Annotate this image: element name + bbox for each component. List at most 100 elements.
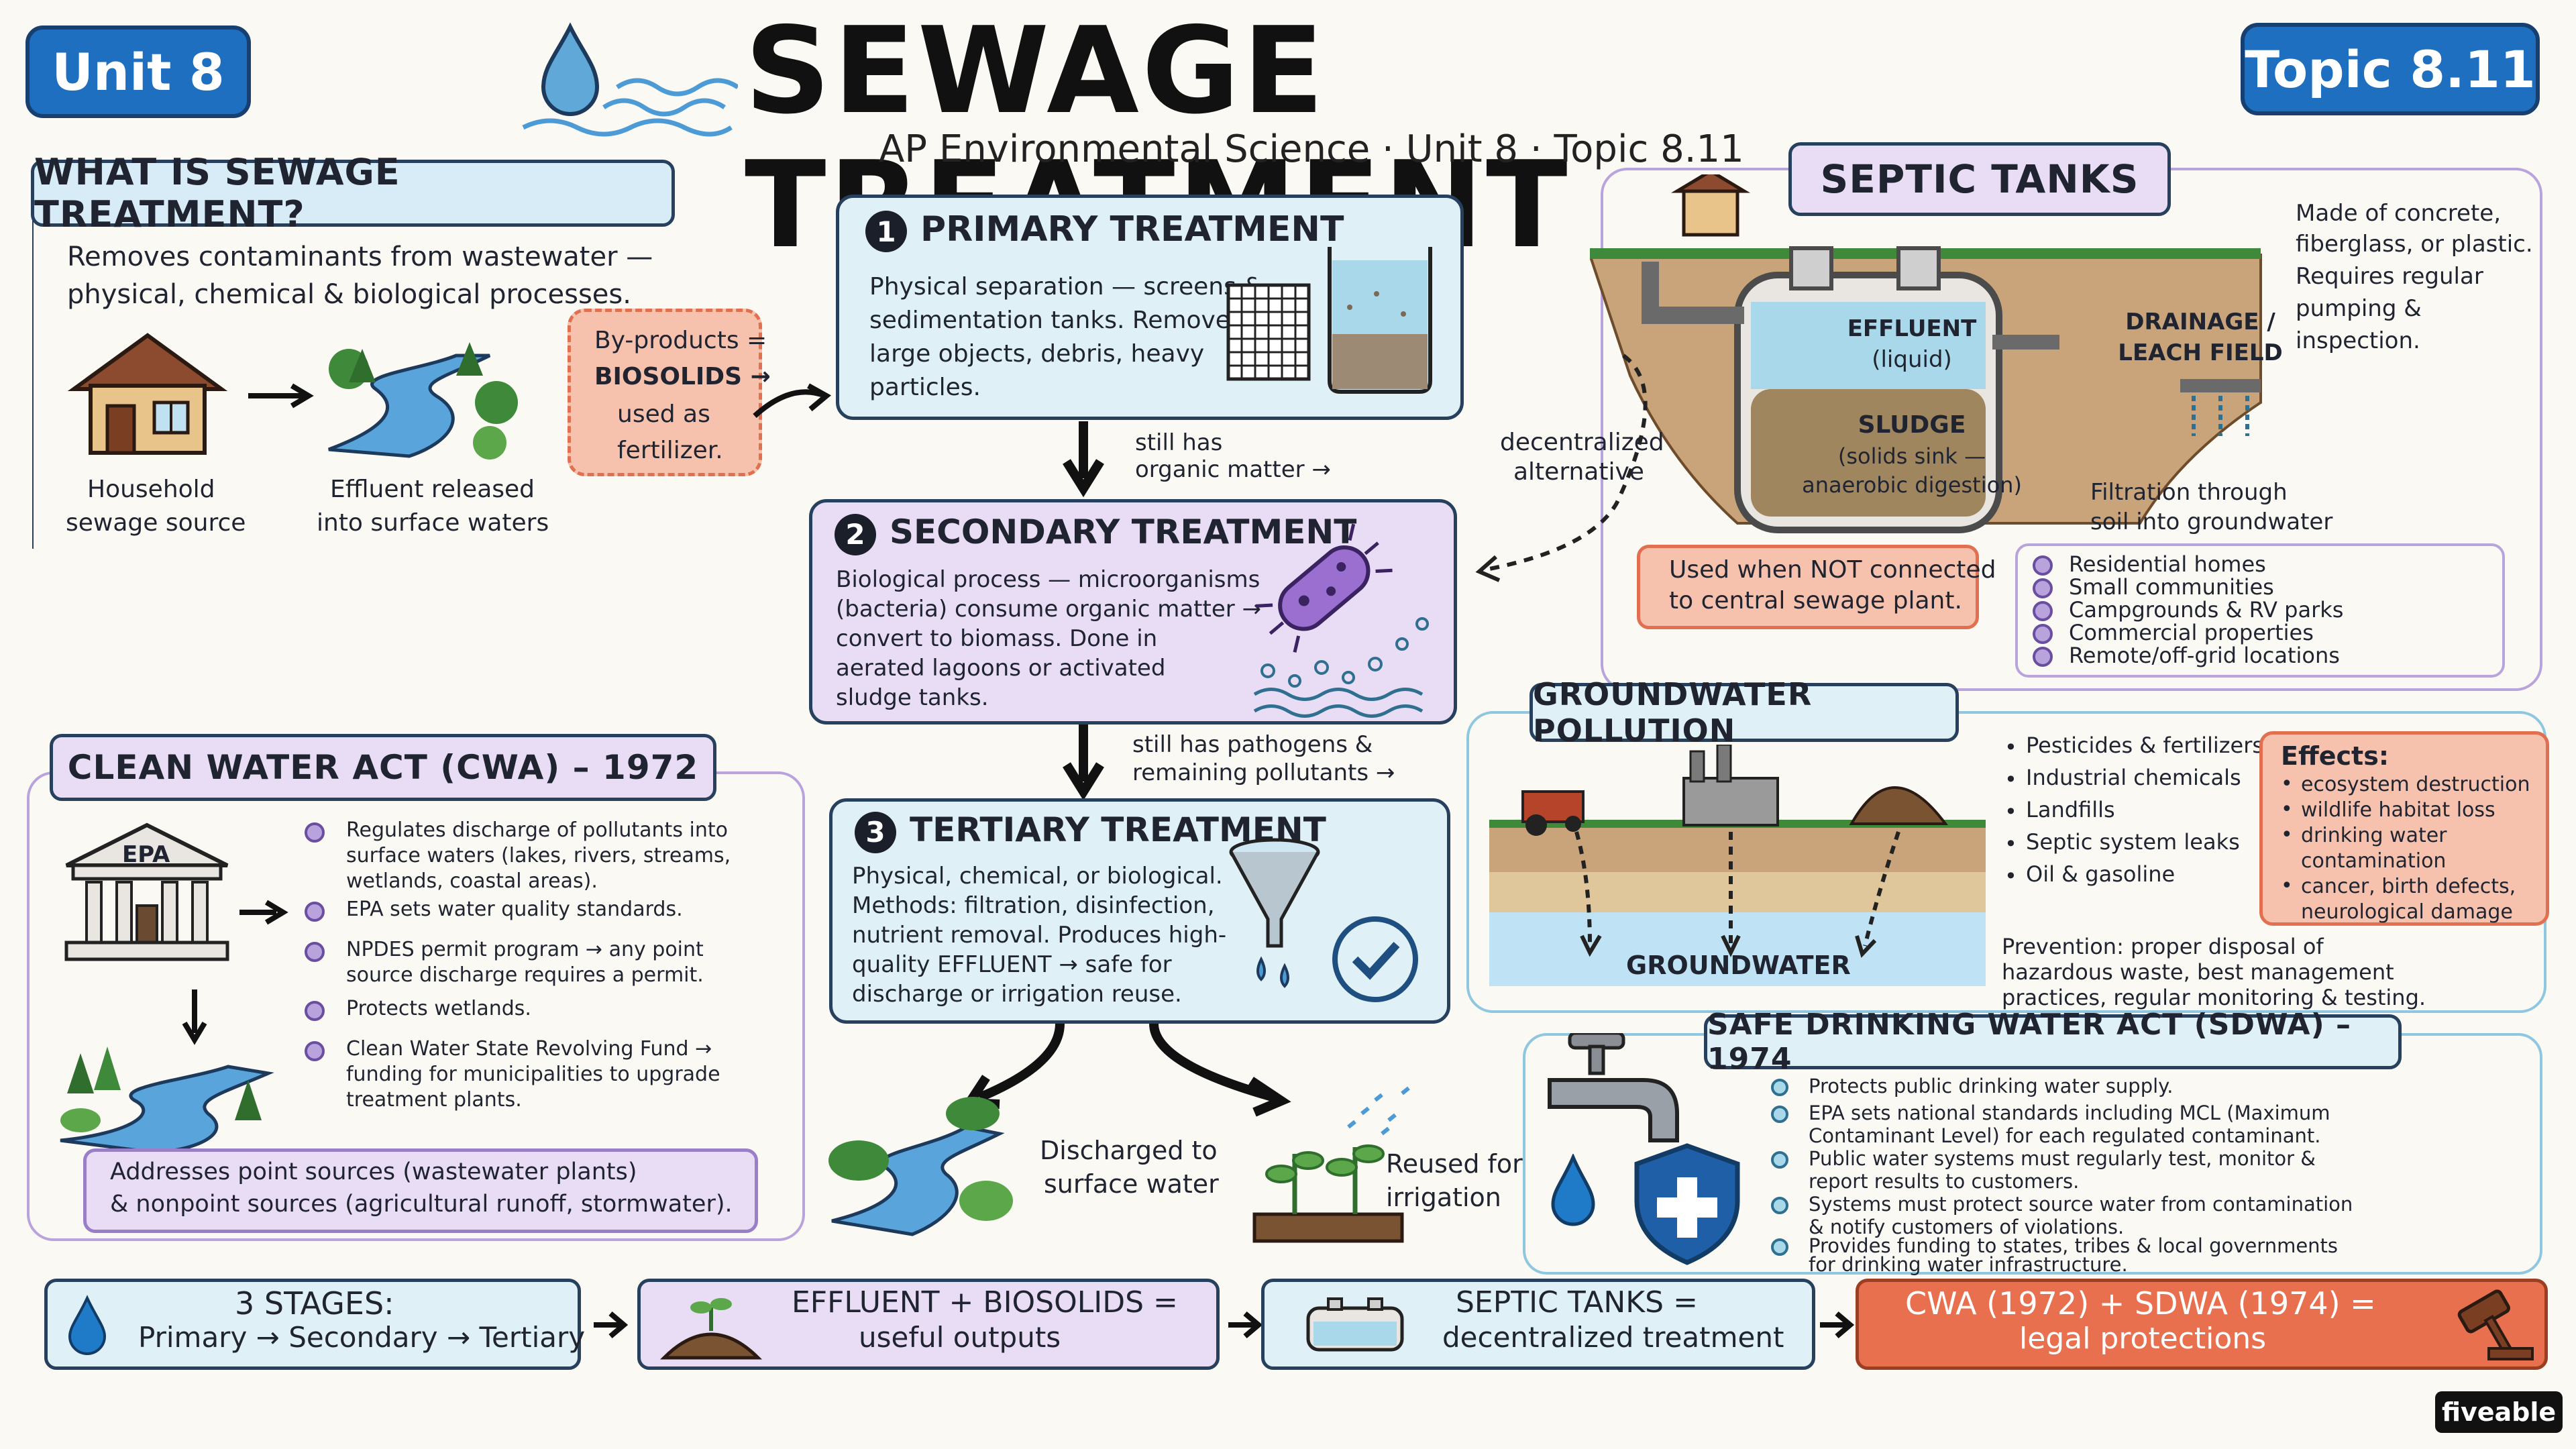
tertiary-line-4: quality EFFLUENT → safe for <box>852 951 1172 978</box>
gavel-icon <box>2457 1289 2534 1360</box>
arrow-secondary-to-tertiary <box>1063 724 1104 801</box>
effects-box <box>2259 731 2549 926</box>
decentral-label-2: alternative <box>1513 458 1644 486</box>
effects-item-5: cancer, birth defects, <box>2301 875 2516 898</box>
byproducts-line-3: used as <box>617 400 710 428</box>
byproducts-line-4: fertilizer. <box>617 437 723 464</box>
effects-item-6: neurological damage <box>2301 900 2513 924</box>
sdwa-heading-text: SAFE DRINKING WATER ACT (SDWA) – 1974 <box>1707 1008 2351 1076</box>
sdwa-item-1-line-1: Protects public drinking water supply. <box>1809 1075 2174 1097</box>
septic-sludge-2: (solids sink — <box>1837 443 1986 469</box>
primary-line-2: sedimentation tanks. Removes <box>869 307 1243 334</box>
cwa-heading: CLEAN WATER ACT (CWA) – 1972 <box>50 734 716 801</box>
cwa-footer <box>83 1148 758 1233</box>
tertiary-line-2: Methods: filtration, disinfection, <box>852 892 1215 919</box>
secondary-line-1: Biological process — microorganisms <box>836 566 1260 593</box>
what-is-line2: physical, chemical & biological processe… <box>67 279 631 310</box>
septic-sludge-label: SLUDGE (solids sink — anaerobic digestio… <box>1771 409 2053 500</box>
brand-logo-text: fiveable <box>2441 1397 2557 1427</box>
cwa-item-2-line-1: EPA sets water quality standards. <box>346 898 683 921</box>
summary-outputs-2: useful outputs <box>859 1321 1061 1354</box>
house-label-1: Household <box>87 476 215 503</box>
arrow-epa-right <box>239 900 288 925</box>
summary-arrow-3 <box>1820 1311 1855 1339</box>
prevention-3: practices, regular monitoring & testing. <box>2002 985 2426 1010</box>
filtration-label-1: Filtration through <box>2090 479 2288 506</box>
used-when-1: Used when NOT connected <box>1669 556 1996 584</box>
arrow-epa-down <box>182 989 207 1045</box>
sedimentation-tank-icon <box>1328 247 1432 394</box>
septic-effluent-label: EFFLUENT (liquid) <box>1825 314 1999 376</box>
septic-material-4: pumping & <box>2296 295 2422 322</box>
decentral-label-1: decentralized <box>1500 429 1664 456</box>
primary-arrow-note-1: still has <box>1135 429 1223 456</box>
sdwa-item-3-line-1: Public water systems must regularly test… <box>1809 1147 2316 1170</box>
groundwater-diagram <box>1489 745 1986 986</box>
secondary-heading-text: SECONDARY TREATMENT <box>890 513 1357 551</box>
cwa-footer-1: Addresses point sources (wastewater plan… <box>110 1159 637 1185</box>
sdwa-bullet-2 <box>1771 1106 1788 1123</box>
sdwa-bullet-4 <box>1771 1197 1788 1214</box>
summary-legal-1: CWA (1972) + SDWA (1974) = <box>1905 1285 2376 1322</box>
cwa-item-3-line-1: NPDES permit program → any point <box>346 938 704 961</box>
reused-label-1: Reused for <box>1386 1149 1523 1179</box>
discharged-label-2: surface water <box>1044 1169 1219 1199</box>
primary-line-1: Physical separation — screens & <box>869 273 1263 301</box>
primary-arrow-note-2: organic matter → <box>1135 456 1331 483</box>
river-icon <box>328 342 518 460</box>
effects-item-3: drinking water <box>2301 824 2447 847</box>
uses-item-4: Commercial properties <box>2069 620 2314 645</box>
summary-stages-2: Primary → Secondary → Tertiary <box>138 1321 586 1354</box>
cwa-item-3-line-2: source discharge requires a permit. <box>346 963 704 987</box>
tertiary-line-1: Physical, chemical, or biological. <box>852 863 1223 890</box>
cwa-item-5-line-2: funding for municipalities to upgrade <box>346 1063 720 1086</box>
cwa-item-1-line-2: surface waters (lakes, rivers, streams, <box>346 844 731 867</box>
drainage-label-2: LEACH FIELD <box>2118 339 2283 366</box>
tertiary-line-5: discharge or irrigation reuse. <box>852 981 1182 1008</box>
septic-uses-box <box>2015 543 2505 678</box>
used-when-2: to central sewage plant. <box>1669 587 1962 614</box>
page-subtitle: AP Environmental Science · Unit 8 · Topi… <box>879 127 1744 171</box>
tertiary-number: 3 <box>855 811 896 853</box>
summary-tank-icon <box>1306 1297 1404 1352</box>
summary-stages-1: 3 STAGES: <box>235 1285 394 1322</box>
septic-effluent-1: EFFLUENT <box>1847 315 1977 342</box>
septic-heading-text: SEPTIC TANKS <box>1820 156 2139 202</box>
tertiary-line-3: nutrient removal. Produces high- <box>852 922 1227 949</box>
cwa-bullet-3 <box>305 942 325 962</box>
gw-source-4: Septic system leaks <box>2026 829 2240 855</box>
brand-logo: fiveable <box>2435 1391 2563 1433</box>
sdwa-item-5-line-1: Provides funding to states, tribes & loc… <box>1809 1234 2339 1257</box>
summary-arrow-2 <box>1228 1311 1263 1339</box>
effects-item-2: wildlife habitat loss <box>2301 798 2496 822</box>
page-title: SEWAGE TREATMENT <box>745 1 1568 272</box>
septic-tank-diagram <box>1590 174 2262 533</box>
summary-septic-2: decentralized treatment <box>1442 1321 1784 1354</box>
unit-badge-label: Unit 8 <box>52 42 225 102</box>
gw-source-2: Industrial chemicals <box>2026 765 2241 790</box>
effects-item-1: ecosystem destruction <box>2301 773 2530 796</box>
topic-badge-label: Topic 8.11 <box>2245 39 2536 99</box>
screen-grid-icon <box>1226 283 1311 381</box>
secondary-line-2: (bacteria) consume organic matter → <box>836 596 1262 623</box>
sdwa-item-4-line-1: Systems must protect source water from c… <box>1809 1193 2353 1216</box>
effluent-label-2: into surface waters <box>317 509 549 537</box>
filtration-label-2: soil into groundwater <box>2090 508 2333 535</box>
gw-source-bullets: ••••• <box>2004 735 2017 889</box>
sdwa-item-2-line-2: Contaminant Level) for each regulated co… <box>1809 1124 2321 1147</box>
soil-sprout-icon <box>659 1298 763 1360</box>
groundwater-layer-label: GROUNDWATER <box>1626 951 1851 980</box>
secondary-line-5: sludge tanks. <box>836 684 989 711</box>
filter-funnel-icon <box>1229 838 1320 988</box>
sdwa-bullet-3 <box>1771 1151 1788 1169</box>
cwa-item-5-line-1: Clean Water State Revolving Fund → <box>346 1037 712 1061</box>
groundwater-heading-text: GROUNDWATER POLLUTION <box>1533 676 1813 749</box>
summary-stages <box>44 1279 581 1370</box>
secondary-line-3: convert to biomass. Done in <box>836 625 1158 652</box>
sdwa-heading: SAFE DRINKING WATER ACT (SDWA) – 1974 <box>1704 1008 2402 1076</box>
arrow-byproducts-to-primary <box>753 383 832 418</box>
uses-item-3: Campgrounds & RV parks <box>2069 597 2344 623</box>
gw-source-3: Landfills <box>2026 797 2115 822</box>
